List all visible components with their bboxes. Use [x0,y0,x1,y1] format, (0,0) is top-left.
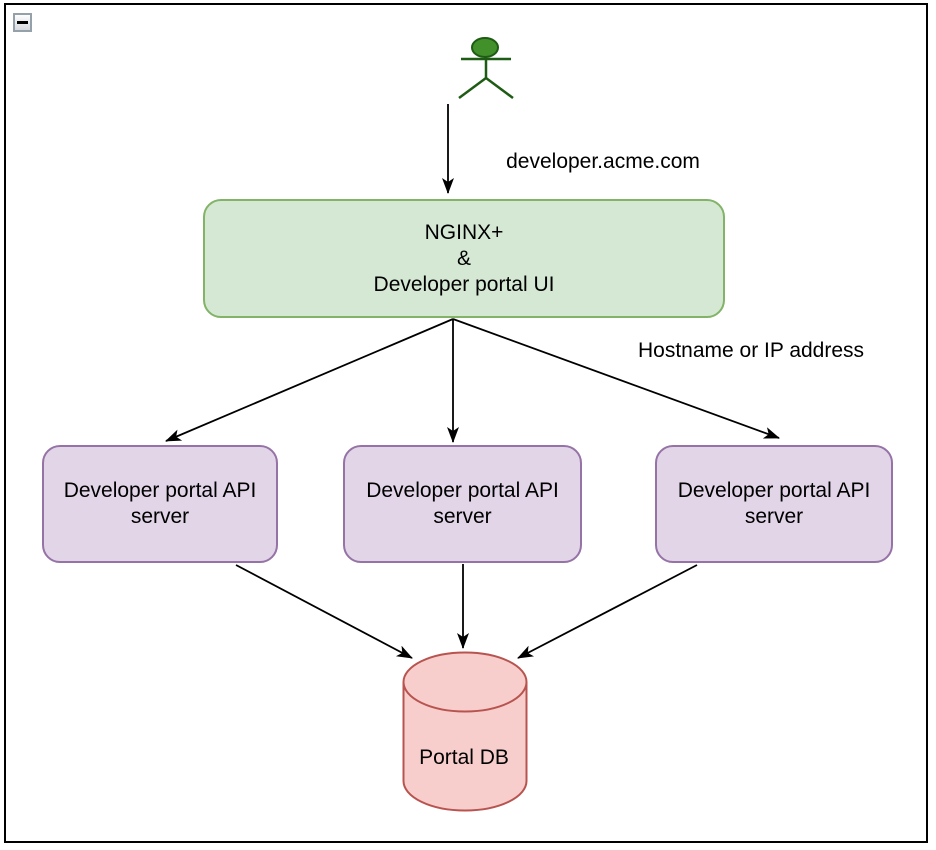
edge-label-domain: developer.acme.com [506,150,700,173]
gateway-label-line3: Developer portal UI [373,272,555,296]
developer-actor-icon[interactable] [458,37,514,100]
arrow-api3-to-db [517,564,698,659]
edge-label-hostname: Hostname or IP address [637,339,865,362]
arrow-api1-to-db [235,564,413,659]
arrow-gateway-to-api1 [165,318,454,442]
node-api-server-1[interactable]: Developer portal API server [42,445,278,563]
collapse-diagram-button[interactable] [13,13,32,32]
minus-icon [17,21,28,24]
api-server-label: Developer portal API server [366,479,559,528]
arrow-gateway-to-api3 [452,318,780,439]
node-api-server-2[interactable]: Developer portal API server [343,445,582,563]
gateway-label-line1: NGINX+ [424,220,504,244]
node-api-server-3[interactable]: Developer portal API server [655,445,893,563]
api-server-label: Developer portal API server [63,479,257,528]
api-server-label: Developer portal API server [677,479,871,528]
database-label: Portal DB [419,746,509,769]
gateway-label-line2: & [456,246,471,270]
database-cylinder[interactable] [402,651,528,812]
node-nginx-gateway[interactable]: NGINX+ & Developer portal UI [203,199,725,318]
